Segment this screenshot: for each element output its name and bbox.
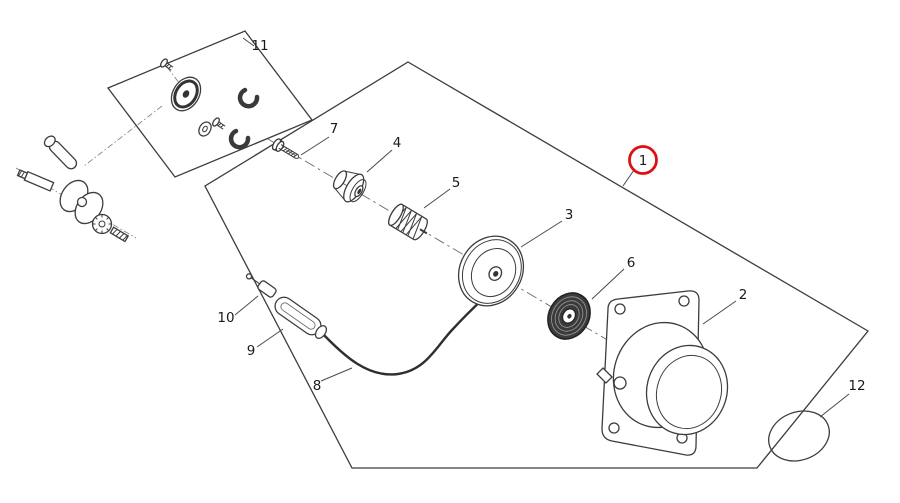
part-7-screw [271, 138, 300, 160]
flywheel-screw-2 [212, 117, 226, 130]
leader-part6 [591, 268, 625, 300]
part-10-label: 10 [217, 310, 234, 326]
part-5-label: 5 [452, 175, 461, 191]
part-3-rope-rotor [457, 235, 525, 307]
leader-part12 [819, 393, 850, 418]
part-12-oval [768, 410, 830, 462]
part-12-label: 12 [848, 378, 865, 394]
housing-pawl-post [613, 376, 627, 390]
leader-part10 [234, 295, 259, 316]
red-highlight-circle [628, 145, 658, 175]
part-2-starter-housing [596, 290, 729, 456]
assembly-boundary-outline [204, 61, 869, 469]
crankshaft-axis-centerline [15, 167, 137, 239]
part-8-label: 8 [313, 378, 322, 394]
part-8-starter-rope [320, 296, 486, 376]
part-11-label: 11 [251, 38, 268, 54]
crank-gear [91, 213, 113, 235]
part-7-label: 7 [330, 121, 339, 137]
housing-latch-tab [596, 367, 613, 384]
flywheel-screw-1 [160, 58, 174, 71]
part-1-highlight: 1 [628, 145, 658, 175]
part-9-starter-handle [274, 296, 328, 339]
flywheel-to-crank-centerline [83, 105, 163, 167]
part-6-rewind-spring [547, 292, 591, 340]
part-4-pulley-hub [332, 170, 367, 203]
starter-pawl-2 [228, 128, 251, 150]
part-5-spring-cartridge [388, 203, 428, 241]
leader-part9 [256, 328, 284, 348]
leader-part8 [320, 367, 353, 382]
flywheel-box-outline [106, 30, 314, 178]
part-1-label: 1 [639, 153, 648, 169]
part-2-label: 2 [739, 287, 748, 303]
leader-part2 [702, 300, 737, 325]
part-11-flywheel-kit [160, 58, 260, 150]
leader-part4 [366, 149, 393, 173]
leader-part3 [520, 220, 563, 248]
crankshaft-assembly [16, 135, 130, 243]
starter-pawl-1 [237, 87, 260, 109]
part-3-label: 3 [565, 207, 574, 223]
leader-part5 [423, 188, 451, 209]
part-4-label: 4 [393, 135, 402, 151]
leader-part11 [242, 37, 255, 47]
part-6-label: 6 [627, 255, 636, 271]
part-10-rope-guide [245, 273, 277, 298]
leader-part7 [300, 136, 330, 156]
leader-part1 [622, 169, 635, 187]
part-9-label: 9 [247, 343, 256, 359]
